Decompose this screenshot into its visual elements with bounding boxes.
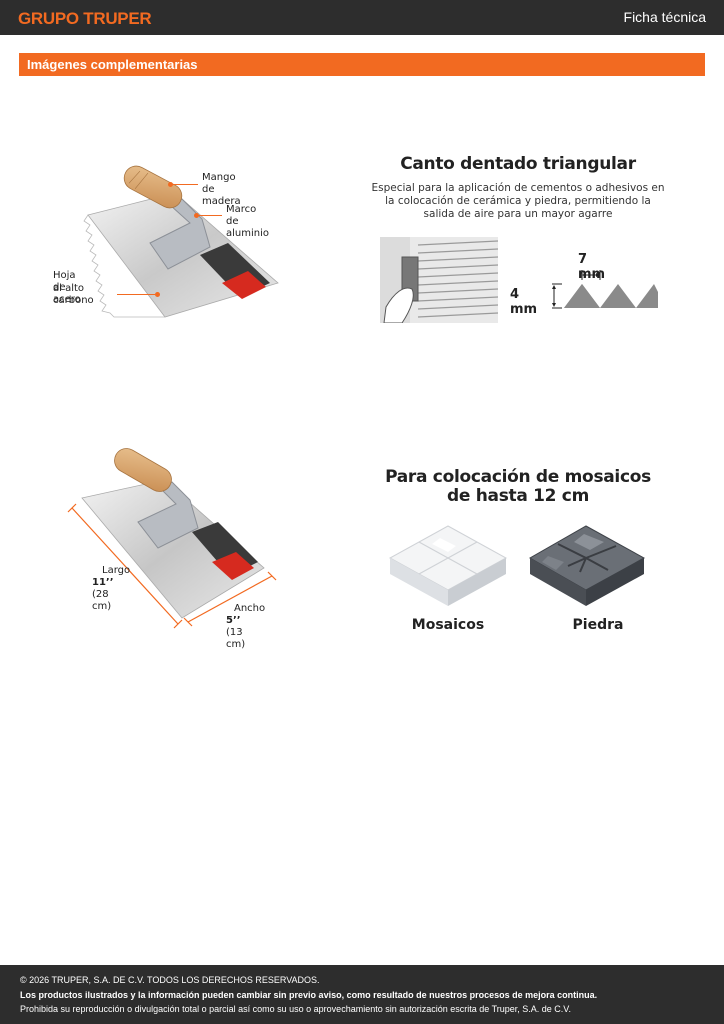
tooth-width-label: 7 mm: [578, 252, 606, 282]
width-metric: (13 cm): [226, 627, 246, 650]
width-imperial: 5’’: [226, 615, 241, 626]
footer-notice: Los productos ilustrados y la informació…: [20, 990, 598, 1000]
width-value: 5’’ (13 cm): [226, 615, 245, 651]
footer-legal: Prohibida su reproducción o divulgación …: [20, 1004, 571, 1014]
document-type: Ficha técnica: [623, 9, 706, 25]
stone-tile-image: [528, 525, 646, 606]
callout-frame: Marco de aluminio: [226, 204, 269, 239]
callout-handle: Mango de madera: [202, 172, 241, 207]
callout-line-blade: [117, 294, 155, 295]
notch-title: Canto dentado triangular: [400, 154, 636, 174]
length-value: 11’’ (28 cm): [92, 577, 114, 613]
callout-dot-blade: [155, 292, 160, 297]
stone-label: Piedra: [572, 617, 624, 633]
length-imperial: 11’’: [92, 577, 114, 588]
footer: © 2026 TRUPER, S.A. DE C.V. TODOS LOS DE…: [0, 965, 724, 1024]
notch-description-line1: Especial para la aplicación de cementos …: [371, 182, 665, 194]
mosaics-title-line2: de hasta 12 cm: [447, 486, 589, 506]
brand-logo: GRUPO TRUPER: [18, 9, 152, 28]
section-header: Imágenes complementarias: [19, 53, 705, 76]
callout-line-frame: [198, 215, 222, 216]
notch-description-line3: salida de aire para un mayor agarre: [423, 208, 613, 220]
width-label: Ancho: [234, 603, 266, 614]
notch-description-line2: la colocación de cerámica y piedra, perm…: [385, 195, 651, 207]
mosaic-tile-image: [388, 525, 508, 606]
length-metric: (28 cm): [92, 589, 112, 612]
adhesive-application-illustration: [380, 237, 498, 323]
callout-blade-line2: al alto carbono: [53, 283, 94, 306]
tooth-height-label: 4 mm: [510, 287, 538, 317]
top-bar: GRUPO TRUPER Ficha técnica: [0, 0, 724, 35]
footer-copyright: © 2026 TRUPER, S.A. DE C.V. TODOS LOS DE…: [20, 975, 320, 985]
mosaics-title-line1: Para colocación de mosaicos: [385, 467, 651, 487]
length-label: Largo: [102, 565, 131, 576]
tooth-profile-diagram: [552, 270, 658, 309]
trowel-image: [83, 165, 279, 318]
mosaics-label: Mosaicos: [411, 617, 485, 633]
callout-dot-frame: [194, 213, 199, 218]
callout-dot-handle: [168, 182, 173, 187]
callout-line-handle: [172, 184, 198, 185]
section-title: Imágenes complementarias: [27, 57, 198, 72]
callout-blade-line1: Hoja de acero: [53, 270, 81, 305]
trowel-dimension-image: [67, 448, 277, 629]
